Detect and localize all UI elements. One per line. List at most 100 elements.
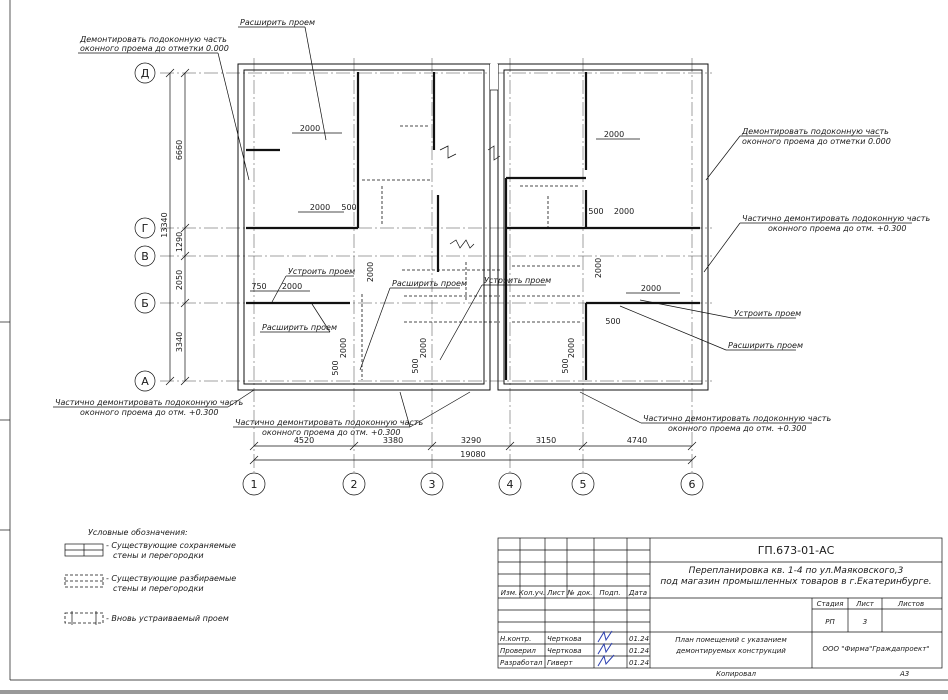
annotation-widen: Расширить проем: [392, 279, 467, 288]
opening-width: 500: [561, 358, 570, 373]
opening-width: 2000: [419, 338, 428, 358]
tb-drawing-title: План помещений с указанием: [675, 636, 787, 644]
axis-col-label: 2: [351, 478, 358, 491]
tb-sheets-header: Листов: [897, 600, 924, 608]
annotation-widen: Расширить проем: [262, 323, 337, 332]
opening-width: 750: [251, 282, 266, 291]
legend-title: Условные обозначения:: [88, 528, 188, 537]
annotation-make-opening: Устроить проем: [484, 276, 551, 285]
axis-col-label: 3: [429, 478, 436, 491]
annotation-widen: Расширить проем: [728, 341, 803, 350]
tb-header: Кол.уч.: [519, 589, 545, 597]
axis-row-label: Г: [142, 222, 149, 235]
opening-width: 2000: [339, 338, 348, 358]
annotation-sill-right: оконного проема до отметки 0.000: [742, 137, 891, 146]
annotation-make-opening: Устроить проем: [734, 309, 801, 318]
column-axis-markers: 1 2 3 4 5 6: [242, 472, 704, 496]
tb-name: Черткова: [547, 635, 582, 643]
title-block: ГП.673-01-АС Перепланировка кв. 1-4 по у…: [497, 537, 943, 678]
axis-row-label: Б: [141, 297, 149, 310]
annotation-sill-right: Демонтировать подоконную часть: [741, 127, 889, 136]
annotation-partial-bottom-left: Частично демонтировать подоконную часть: [55, 398, 243, 407]
annotation-partial-bottom-right: Частично демонтировать подоконную часть: [643, 414, 831, 423]
tb-project: под магазин промышленных товаров в г.Ека…: [660, 577, 931, 587]
dim-c12: 4520: [294, 436, 314, 445]
axis-col-label: 1: [251, 478, 258, 491]
tb-header: Изм.: [501, 589, 517, 597]
annotation-partial-right: оконного проема до отм. +0.300: [768, 224, 906, 233]
dim-c23: 3380: [383, 436, 403, 445]
vertical-dimensions: 13340 6660 1290 2050 3340: [160, 68, 190, 386]
tb-date: 01.24: [629, 635, 649, 643]
tb-role: Разработал: [500, 659, 543, 667]
dim-c56: 4740: [627, 436, 647, 445]
legend: Условные обозначения: - Существующие сох…: [64, 528, 236, 625]
tb-header: Лист: [546, 589, 566, 597]
tb-stage-header: Стадия: [817, 600, 844, 608]
opening-width: 2000: [366, 262, 375, 282]
axis-row-label: В: [141, 250, 149, 263]
dim-c45: 3150: [536, 436, 556, 445]
opening-width: 2000: [282, 282, 302, 291]
annotation-sill-top-left: Демонтировать подоконную часть: [79, 35, 227, 44]
annotation-partial-right: Частично демонтировать подоконную часть: [742, 214, 930, 223]
tb-name: Гиверт: [547, 659, 573, 667]
annotation-widen-top: Расширить проем: [240, 18, 315, 27]
tb-header: Дата: [628, 589, 647, 597]
axis-col-label: 6: [689, 478, 696, 491]
annotation-partial-bottom-center: Частично демонтировать подоконную часть: [235, 418, 423, 427]
dim-d-g: 6660: [175, 140, 184, 160]
dim-v-b: 2050: [175, 270, 184, 290]
opening-width: 2000: [300, 124, 320, 133]
tb-project: Перепланировка кв. 1-4 по ул.Маяковского…: [689, 566, 904, 576]
opening-width: 2000: [310, 203, 330, 212]
tb-code: ГП.673-01-АС: [758, 544, 835, 557]
annotations: Расширить проем Демонтировать подоконную…: [53, 18, 930, 437]
tb-name: Черткова: [547, 647, 582, 655]
opening-width: 2000: [614, 207, 634, 216]
legend-item-existing-kept: стены и перегородки: [113, 551, 204, 560]
horizontal-dimensions: 4520 3380 3290 3150 4740 19080: [249, 436, 697, 465]
axis-col-label: 5: [580, 478, 587, 491]
annotation-partial-bottom-right: оконного проема до отм. +0.300: [668, 424, 806, 433]
axis-row-label: Д: [141, 67, 150, 80]
opening-width: 500: [588, 207, 603, 216]
opening-width: 500: [605, 317, 620, 326]
tb-stage: РП: [825, 618, 835, 626]
annotation-sill-top-left: оконного проема до отметки 0.000: [80, 44, 229, 53]
tb-role: Н.контр.: [500, 635, 531, 643]
annotation-partial-bottom-center: оконного проема до отм. +0.300: [262, 428, 400, 437]
opening-width: 2000: [594, 258, 603, 278]
opening-dimensions: 2000 2000 500 2000 500 2000 750 2000 200…: [250, 124, 680, 376]
legend-item-existing-demolished: стены и перегородки: [113, 584, 204, 593]
annotation-partial-bottom-left: оконного проема до отм. +0.300: [80, 408, 218, 417]
annotation-make-opening: Устроить проем: [288, 267, 355, 276]
tb-header: № док.: [566, 589, 592, 597]
opening-width: 500: [331, 360, 340, 375]
axis-row-label: А: [141, 375, 149, 388]
opening-width: 2000: [604, 130, 624, 139]
tb-date: 01.24: [629, 659, 649, 667]
signature-marks: [597, 630, 615, 667]
opening-width: 2000: [567, 338, 576, 358]
building-walls: [237, 63, 709, 391]
legend-item-existing-demolished: - Существующие разбираемые: [106, 574, 236, 583]
dim-g-v: 1290: [175, 232, 184, 252]
dim-c34: 3290: [461, 436, 481, 445]
dim-b-a: 3340: [175, 332, 184, 352]
dim-total-horizontal: 19080: [460, 450, 485, 459]
tb-sheet-header: Лист: [855, 600, 875, 608]
legend-item-new-opening: - Вновь устраиваемый проем: [106, 614, 229, 623]
opening-width: 500: [411, 358, 420, 373]
tb-company: ООО "Фирма"Граждапроект": [823, 645, 930, 653]
tb-role: Проверил: [500, 647, 536, 655]
tb-copied: Копировал: [716, 670, 757, 678]
tb-drawing-title: демонтируемых конструкций: [675, 647, 786, 655]
tb-header: Подп.: [599, 589, 620, 597]
grid-lines: [160, 58, 712, 472]
axis-col-label: 4: [507, 478, 514, 491]
opening-width: 500: [341, 203, 356, 212]
tb-sheet: 3: [863, 618, 867, 626]
